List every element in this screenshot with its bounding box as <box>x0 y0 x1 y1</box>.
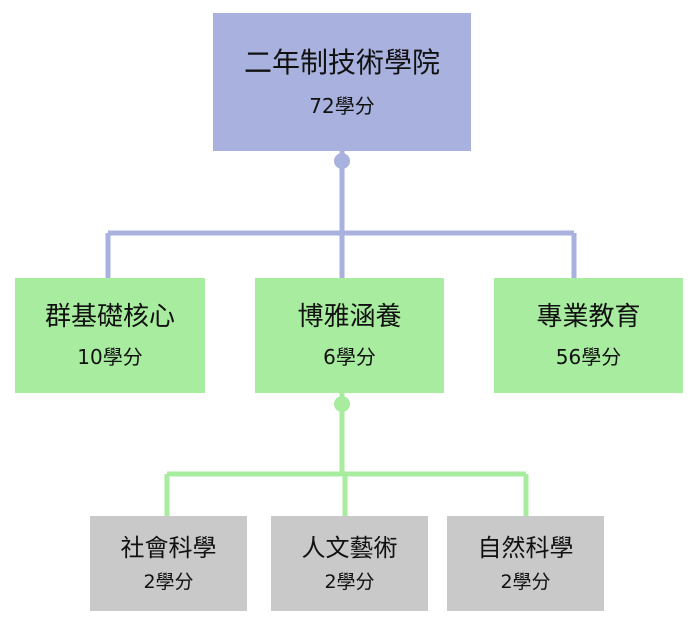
node-core-foundation: 群基礎核心 10學分 <box>15 278 205 393</box>
node-professional-credits: 56學分 <box>555 345 622 370</box>
gen-junction-dot <box>334 396 350 412</box>
node-liberal-arts: 博雅涵養 6學分 <box>255 278 444 393</box>
node-humanities-art-credits: 2學分 <box>324 570 375 593</box>
node-college: 二年制技術學院 72學分 <box>213 13 471 151</box>
node-college-title: 二年制技術學院 <box>243 46 440 80</box>
node-liberal-arts-credits: 6學分 <box>323 345 376 370</box>
node-professional-title: 專業教育 <box>536 301 641 332</box>
node-core-foundation-title: 群基礎核心 <box>44 301 175 332</box>
node-professional: 專業教育 56學分 <box>494 278 683 393</box>
node-social-science-title: 社會科學 <box>120 533 217 562</box>
gen-connector <box>164 393 529 516</box>
node-humanities-art: 人文藝術 2學分 <box>271 516 428 611</box>
root-connector <box>105 151 577 278</box>
node-liberal-arts-title: 博雅涵養 <box>297 301 402 332</box>
node-college-credits: 72學分 <box>309 93 375 118</box>
root-junction-dot <box>334 153 350 169</box>
node-social-science-credits: 2學分 <box>143 570 194 593</box>
node-humanities-art-title: 人文藝術 <box>301 533 398 562</box>
node-natural-science: 自然科學 2學分 <box>447 516 604 611</box>
node-social-science: 社會科學 2學分 <box>90 516 247 611</box>
node-natural-science-credits: 2學分 <box>500 570 551 593</box>
node-natural-science-title: 自然科學 <box>477 533 574 562</box>
node-core-foundation-credits: 10學分 <box>77 345 143 370</box>
